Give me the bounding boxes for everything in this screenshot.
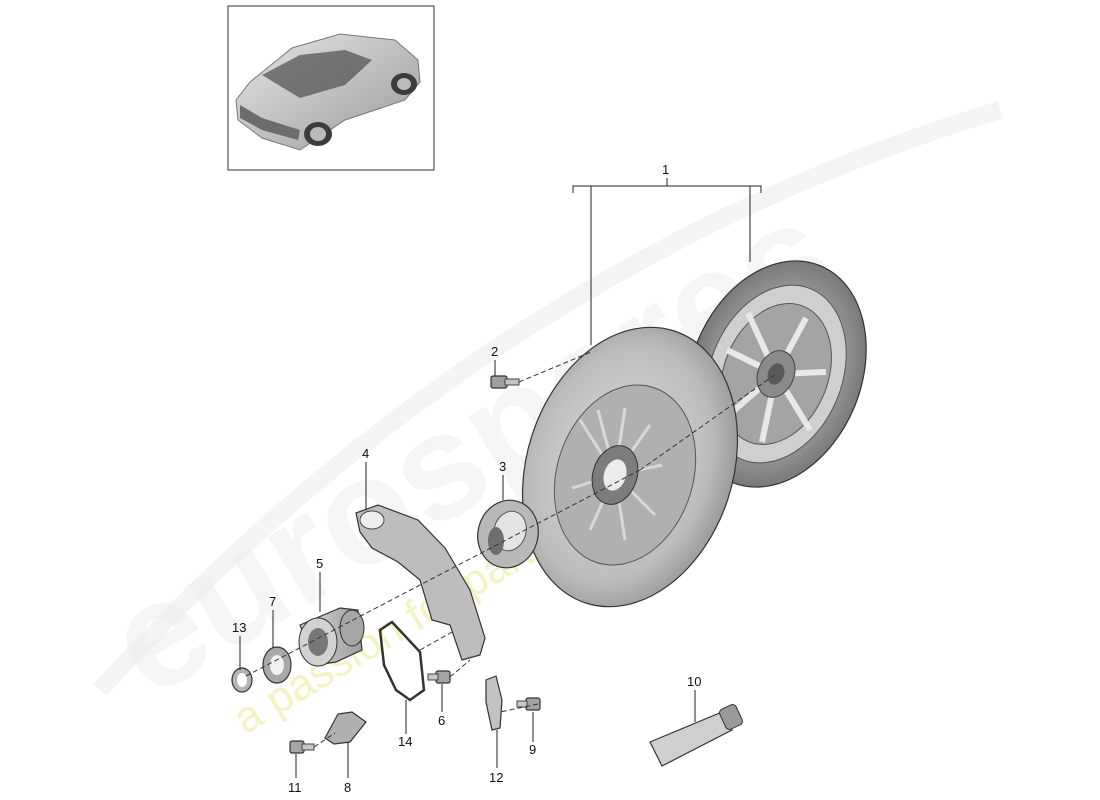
callout-11: 11 xyxy=(288,780,302,795)
callout-2: 2 xyxy=(491,344,498,359)
car-image xyxy=(235,33,421,151)
callout-1: 1 xyxy=(662,162,669,177)
callout-8: 8 xyxy=(344,780,351,795)
bolt-2 xyxy=(490,375,520,389)
callout-3: 3 xyxy=(499,459,506,474)
callout-1-bracket xyxy=(572,178,762,345)
pressure-plate xyxy=(521,326,739,608)
seal-ring xyxy=(262,646,292,684)
callout-6: 6 xyxy=(438,713,445,728)
callout-4: 4 xyxy=(362,446,369,461)
callout-14: 14 xyxy=(398,734,412,749)
washer xyxy=(231,667,253,693)
callout-12: 12 xyxy=(489,770,503,785)
callout-leaders xyxy=(239,360,696,778)
bolt-11 xyxy=(289,740,315,754)
grease-tube xyxy=(649,704,743,767)
release-bearing xyxy=(477,499,539,569)
callout-10: 10 xyxy=(687,674,701,689)
bracket-plate xyxy=(378,620,426,702)
assembly-lines xyxy=(245,351,777,748)
callout-13: 13 xyxy=(232,620,246,635)
callout-7: 7 xyxy=(269,594,276,609)
vehicle-thumbnail xyxy=(227,5,435,171)
callout-9: 9 xyxy=(529,742,536,757)
callout-5: 5 xyxy=(316,556,323,571)
bolt-6 xyxy=(427,670,451,684)
callout-labels: 1 2 3 4 5 6 7 8 9 10 11 12 13 14 xyxy=(232,162,701,795)
guide-sleeve xyxy=(298,607,365,667)
ball-stud xyxy=(324,711,367,745)
release-fork xyxy=(355,504,486,661)
spring-clip xyxy=(485,675,503,731)
